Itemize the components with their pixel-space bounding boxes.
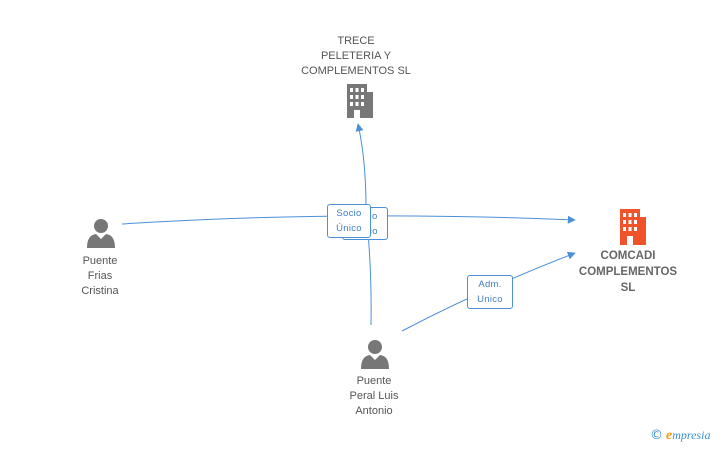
person-icon[interactable] <box>86 218 116 248</box>
edge-badge-line: Adm. <box>478 279 502 290</box>
edge-badge-adm-unico[interactable]: Adm. Unico <box>467 275 513 309</box>
edge-badge-line: Unico <box>477 294 503 305</box>
person-icon[interactable] <box>360 339 390 369</box>
node-label-line: COMPLEMENTOS <box>578 266 678 278</box>
node-label-line: Antonio <box>355 405 393 417</box>
node-label-cristina[interactable]: Puente Frias Cristina <box>50 254 150 299</box>
brand-initial: e <box>666 428 673 443</box>
copyright-icon: © <box>650 428 663 443</box>
brand-name: mpresia <box>672 428 711 442</box>
node-label-line: SL <box>620 282 636 294</box>
node-label-line: Puente <box>356 375 392 387</box>
brand-logo: ©empresia <box>650 428 710 444</box>
edge-cristina-to-trece <box>355 123 367 209</box>
node-label-line: TRECE <box>337 35 375 47</box>
node-label-luis[interactable]: Puente Peral Luis Antonio <box>322 374 426 419</box>
node-label-line: COMCADI <box>600 250 656 262</box>
edge-badge-line: Socio <box>336 208 362 219</box>
node-label-line: Puente <box>82 255 118 267</box>
building-icon[interactable] <box>617 209 647 245</box>
edge-badge-socio-unico[interactable]: Socio Único <box>327 204 371 238</box>
node-label-line: Peral Luis <box>349 390 399 402</box>
node-label-line: PELETERIA Y <box>320 50 392 62</box>
node-label-line: COMPLEMENTOS SL <box>301 65 411 77</box>
node-label-comcadi[interactable]: COMCADI COMPLEMENTOS SL <box>568 248 688 296</box>
building-icon[interactable] <box>344 84 374 118</box>
node-label-line: Frias <box>87 270 113 282</box>
node-label-trece[interactable]: TRECE PELETERIA Y COMPLEMENTOS SL <box>286 34 426 79</box>
edge-badge-line: Único <box>336 223 362 234</box>
node-label-line: Cristina <box>81 285 119 297</box>
